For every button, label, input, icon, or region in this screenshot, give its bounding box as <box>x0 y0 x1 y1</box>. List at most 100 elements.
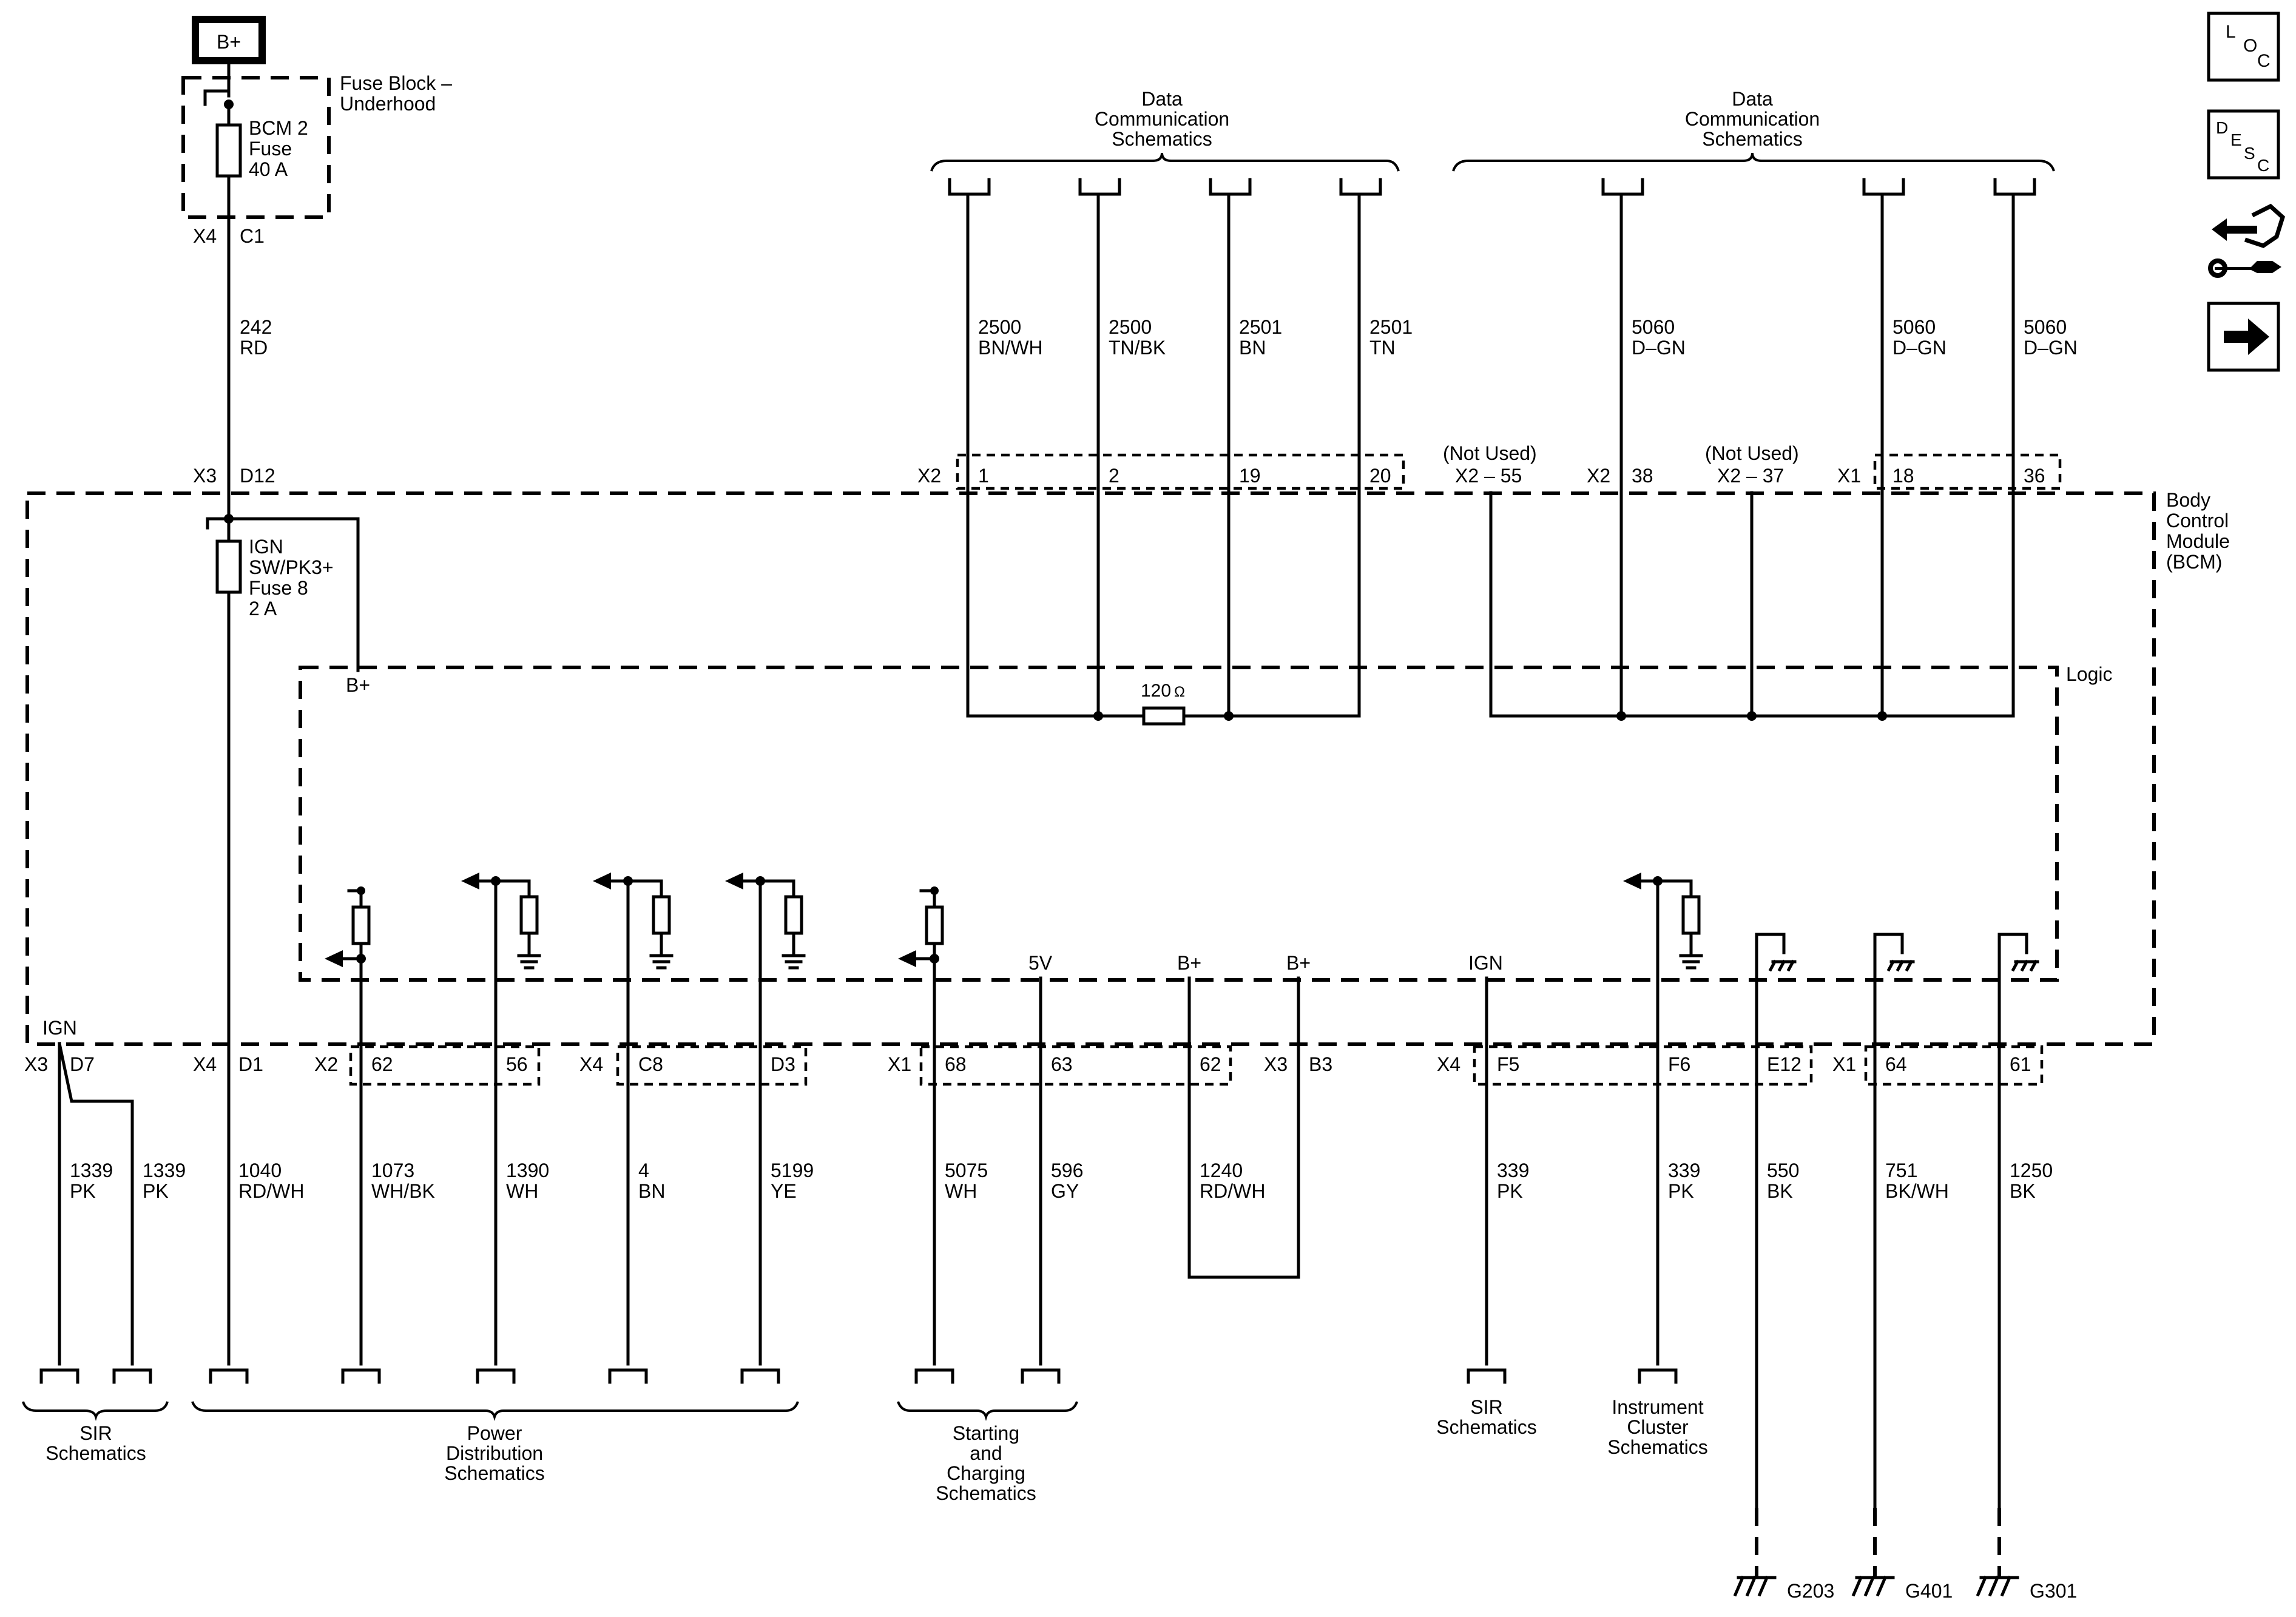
bcm2-fuse-type: Fuse <box>249 138 292 160</box>
connector-end <box>948 178 991 196</box>
connector-label: X4 <box>579 1053 603 1075</box>
battery-source: B+ <box>192 16 266 64</box>
desc-letter: C <box>2257 156 2269 175</box>
connector-x1-ground-box <box>1864 1045 2044 1086</box>
supply-bplus: B+ <box>1177 952 1201 974</box>
connector-end <box>1339 178 1382 196</box>
connector-label: X1 <box>888 1053 911 1075</box>
connector-label: X2 <box>314 1053 338 1075</box>
pin-label: B3 <box>1309 1053 1332 1075</box>
pin-label: 61 <box>2010 1053 2031 1075</box>
circuit-number: 5075 <box>945 1160 988 1181</box>
connector-end <box>1601 178 1644 196</box>
circuit-color: YE <box>771 1180 797 1202</box>
logic-bplus-label: B+ <box>346 674 370 696</box>
circuit-number: 2501 <box>1369 316 1413 338</box>
connector-x1-bottom-box <box>919 1045 1232 1086</box>
pin-label: 63 <box>1051 1053 1073 1075</box>
terminating-resistor-icon <box>1142 706 1186 726</box>
loc-icon[interactable]: L O C <box>2207 12 2280 82</box>
pin-label: 62 <box>1200 1053 1221 1075</box>
connector-x4-top: X4 <box>193 225 217 247</box>
resistor-value: 120 <box>1141 681 1171 701</box>
ign-fuse: IGN SW/PK3+ Fuse 8 2 A <box>206 508 360 672</box>
bcm-title-2: Control <box>2166 510 2229 532</box>
bcm-title-3: Module <box>2166 530 2230 552</box>
connector-tools-icon[interactable] <box>2208 203 2286 278</box>
dc-right-title-3: Schematics <box>1702 128 1802 150</box>
ign-fuse-label-2: SW/PK3+ <box>249 556 334 578</box>
battery-label: B+ <box>217 31 241 53</box>
connector-x1-box <box>1873 453 2062 490</box>
circuit-number: 4 <box>638 1160 649 1181</box>
bottom-wire-labels: 1339 PK 1339 PK 1040 RD/WH 1073 WH/BK 13… <box>70 1160 2053 1202</box>
pin-d12: D12 <box>240 465 275 487</box>
fuse-block-label-1: Fuse Block – <box>340 72 452 94</box>
connector-x2-box <box>956 453 1405 490</box>
power-dist-label: Distribution <box>446 1442 543 1464</box>
pin-label: C8 <box>638 1053 663 1075</box>
circuit-number: 550 <box>1767 1160 1799 1181</box>
circuit-number: 2500 <box>1109 316 1152 338</box>
connector-label: X4 <box>1437 1053 1460 1075</box>
bcm2-fuse-rating: 40 A <box>249 158 288 180</box>
not-used-label: (Not Used) <box>1443 442 1537 464</box>
cluster-label: Schematics <box>1607 1436 1707 1458</box>
circuit-number: 5060 <box>1893 316 1936 338</box>
dc-right-title-1: Data <box>1732 88 1773 110</box>
sir-group-label: SIR <box>79 1422 112 1444</box>
circuit-color: PK <box>1668 1180 1694 1202</box>
ground-g301: G301 <box>2030 1580 2077 1602</box>
pin-label: 68 <box>945 1053 967 1075</box>
cluster-label: Instrument <box>1612 1396 1703 1418</box>
ign-fuse-icon <box>215 539 242 594</box>
not-used-pin: X2 – 37 <box>1717 465 1784 487</box>
circuit-color: D–GN <box>2024 337 2078 359</box>
pin-label: 20 <box>1369 465 1391 487</box>
logic-circuits <box>325 873 2039 1510</box>
circuit-number: 596 <box>1051 1160 1083 1181</box>
circuit-color: PK <box>1497 1180 1523 1202</box>
sir-brace <box>22 1401 169 1421</box>
circuit-color: BK <box>1767 1180 1793 1202</box>
circuit-number: 339 <box>1497 1160 1529 1181</box>
connector-label: X3 <box>1264 1053 1288 1075</box>
starting-label: Charging <box>947 1462 1025 1484</box>
connector-x2-label: X2 <box>1587 465 1610 487</box>
connector-end <box>1209 178 1252 196</box>
not-used-label: (Not Used) <box>1705 442 1799 464</box>
circuit-color: RD/WH <box>1200 1180 1265 1202</box>
starting-label: Schematics <box>936 1482 1036 1504</box>
dc-left-title-2: Communication <box>1095 108 1229 130</box>
feed-circuit-number: 242 <box>240 316 272 338</box>
loc-letter: L <box>2226 22 2236 42</box>
logic-label: Logic <box>2066 663 2113 685</box>
power-dist-label: Schematics <box>444 1462 544 1484</box>
circuit-color: D–GN <box>1632 337 1686 359</box>
sir-group-label: Schematics <box>46 1442 146 1464</box>
sir-ign-label: IGN <box>42 1017 77 1039</box>
circuit-number: 1339 <box>70 1160 113 1181</box>
connector-x4-f-box <box>1473 1045 1813 1086</box>
pin-label: D3 <box>771 1053 795 1075</box>
bcm2-fuse-icon <box>215 123 242 178</box>
circuit-number: 339 <box>1668 1160 1700 1181</box>
connector-end <box>1993 178 2036 196</box>
power-dist-label: Power <box>467 1422 522 1444</box>
cluster-label: Cluster <box>1627 1416 1689 1438</box>
connector-label: X3 <box>24 1053 48 1075</box>
ign-fuse-label-3: Fuse 8 <box>249 577 308 599</box>
connector-x2-bottom-box <box>349 1045 541 1086</box>
pin-label: 38 <box>1632 465 1653 487</box>
desc-icon[interactable]: D E S C <box>2207 109 2280 180</box>
desc-letter: D <box>2216 118 2228 137</box>
supply-bplus: B+ <box>1286 952 1311 974</box>
connector-x2-label: X2 <box>917 465 941 487</box>
circuit-color: WH <box>506 1180 538 1202</box>
pin-label: D7 <box>70 1053 95 1075</box>
bcm-module-outline <box>25 491 2156 1046</box>
pin-label: 36 <box>2024 465 2045 487</box>
data-comm-left-group: Data Communication Schematics <box>930 88 1400 172</box>
next-arrow-icon[interactable] <box>2207 302 2280 372</box>
